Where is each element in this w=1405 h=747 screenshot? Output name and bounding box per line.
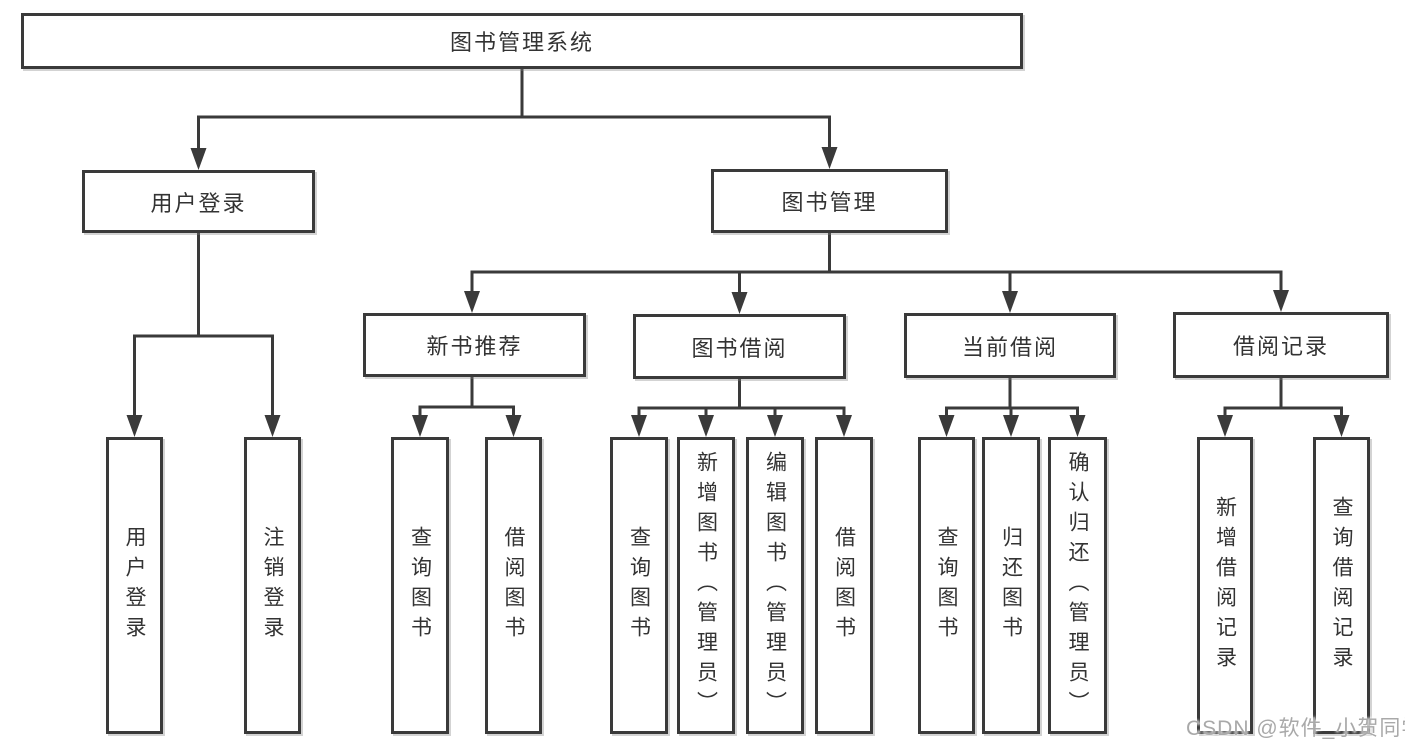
csdn-watermark: CSDN @软件_小贺同学 [1186,717,1405,740]
leaf-return-book: 归还图书 [982,437,1040,734]
connector-root-to-level2 [190,69,838,170]
leaf-query-book-current-label: 查询图书 [935,525,958,646]
leaf-query-book-recommend-label: 查询图书 [408,525,432,646]
connector-book-borrow-children [631,379,852,437]
leaf-edit-book-admin-label: 编辑图书（管理员） [763,450,787,721]
node-borrow-record: 借阅记录 [1173,312,1389,378]
leaf-query-borrow-record: 查询借阅记录 [1313,437,1370,734]
leaf-query-book-borrow: 查询图书 [610,437,668,734]
node-current-borrow-label: 当前借阅 [961,334,1058,360]
leaf-borrow-book: 借阅图书 [815,437,873,734]
leaf-user-login: 用户登录 [106,437,163,734]
node-new-book-recommend-label: 新书推荐 [426,334,523,359]
node-current-borrow: 当前借阅 [904,313,1116,378]
connector-borrow-record-children [1217,378,1350,437]
node-book-management: 图书管理 [711,169,948,233]
leaf-query-book-borrow-label: 查询图书 [627,525,651,646]
connector-book-management-children [464,233,1289,314]
node-new-book-recommend: 新书推荐 [363,313,586,377]
leaf-add-book-admin: 新增图书（管理员） [677,437,735,734]
leaf-add-borrow-record: 新增借阅记录 [1197,437,1253,734]
leaf-query-book-current: 查询图书 [918,437,975,734]
leaf-add-book-admin-label: 新增图书（管理员） [694,450,718,721]
connector-user-login-children [126,233,281,437]
node-book-borrow-label: 图书借阅 [691,335,788,361]
leaf-add-borrow-record-label: 新增借阅记录 [1213,495,1237,676]
leaf-return-book-label: 归还图书 [999,525,1023,646]
leaf-query-book-recommend: 查询图书 [391,437,449,734]
leaf-logout-login-label: 注销登录 [261,525,284,646]
leaf-confirm-return-admin: 确认归还（管理员） [1048,437,1107,734]
node-library-system-label: 图书管理系统 [449,30,594,55]
leaf-user-login-label: 用户登录 [123,525,146,646]
leaf-edit-book-admin: 编辑图书（管理员） [746,437,804,734]
node-user-login: 用户登录 [82,170,315,233]
leaf-query-borrow-record-label: 查询借阅记录 [1330,495,1353,676]
node-borrow-record-label: 借阅记录 [1232,334,1329,359]
node-library-system: 图书管理系统 [21,13,1023,69]
leaf-borrow-book-recommend: 借阅图书 [485,437,542,734]
connector-current-borrow-children [938,378,1086,437]
node-book-borrow: 图书借阅 [633,314,846,379]
node-user-login-label: 用户登录 [150,190,247,216]
leaf-confirm-return-admin-label: 确认归还（管理员） [1066,450,1089,721]
node-book-management-label: 图书管理 [781,190,878,215]
connector-new-book-children [412,377,522,437]
leaf-borrow-book-recommend-label: 借阅图书 [502,525,525,646]
leaf-logout-login: 注销登录 [244,437,301,734]
leaf-borrow-book-label: 借阅图书 [832,525,856,646]
